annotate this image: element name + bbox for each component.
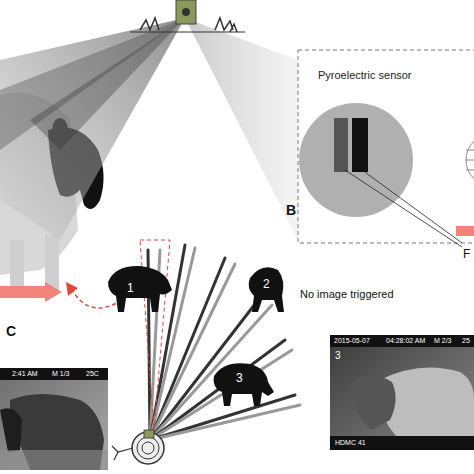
camera-photo: 2:41 AM M 1/3 25C [0,368,108,470]
panel-title: Pyroelectric sensor [318,70,412,81]
photo-stamp: 2015-05-07 [334,337,370,344]
annotation-text: No image triggered [300,289,394,300]
photo-stamp: 25C [86,370,99,377]
photo-stamp: 25 [462,337,470,344]
camera-photo: 2015-05-07 04:28:02 AM M 2/3 25 3HDMC 41 [330,335,474,450]
annotation-text: F [463,248,470,260]
callout-number: 3 [236,372,243,384]
photo-stamp: M 1/3 [52,370,70,377]
panel-letter: C [6,324,16,338]
sensor-detail-box: Pyroelectric sensor [298,50,474,243]
photo-stamp: 04:28:02 AM [386,337,425,344]
callout-number: 2 [263,278,270,290]
photo-stamp: 2:41 AM [12,370,38,377]
photo-stamp: 3 [335,351,341,361]
photo-stamp: M 2/3 [434,337,452,344]
panel-letter: B [286,203,296,217]
photo-stamp: HDMC 41 [335,439,366,446]
callout-number: 1 [127,282,134,294]
